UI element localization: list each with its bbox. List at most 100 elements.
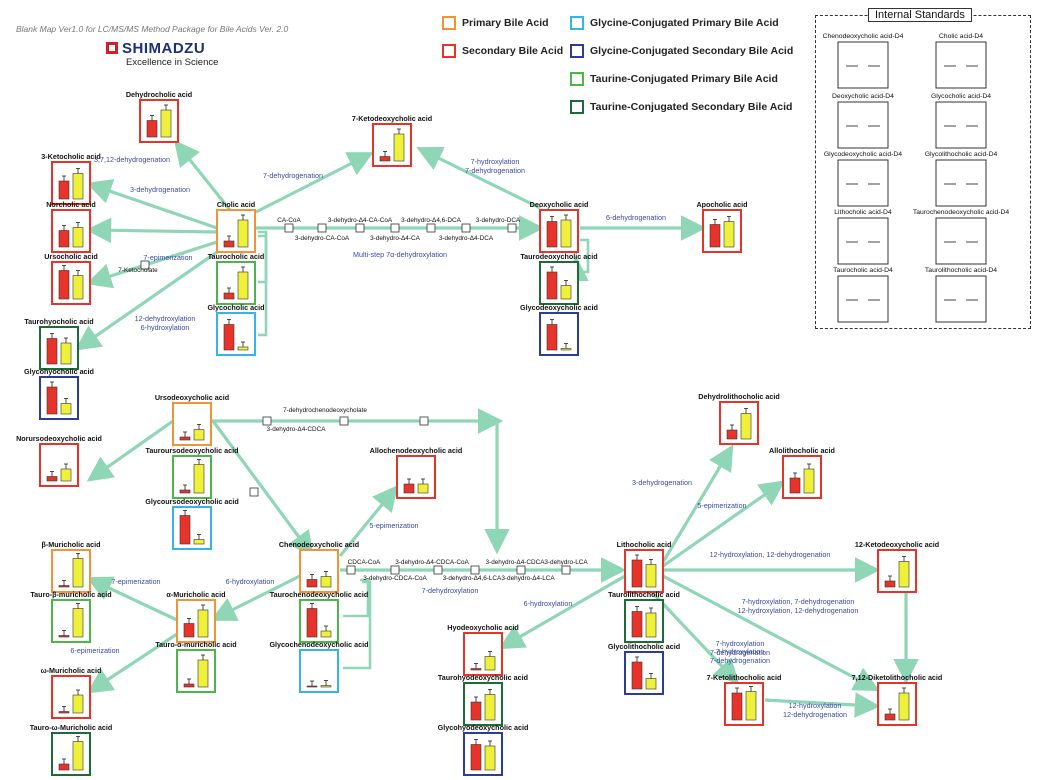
compound-7-ketolithocholic-acid[interactable] [724, 682, 764, 726]
compound-ursocholic-acid[interactable] [51, 261, 91, 305]
legend-label: Taurine-Conjugated Primary Bile Acid [590, 73, 778, 85]
reaction-label: 7-hydroxylation, 7-dehydrogenation [742, 597, 855, 606]
compound-taurodeoxycholic-acid[interactable] [539, 261, 579, 305]
compound-norcholic-acid[interactable] [51, 209, 91, 253]
internal-standard-glycocholic-acid-d4[interactable] [935, 101, 987, 149]
intermediate-label: 3-dehydro-DCA [476, 217, 521, 224]
compound-tauro-muricholic-acid[interactable] [51, 732, 91, 776]
internal-standard-glycodeoxycholic-acid-d4[interactable] [837, 159, 889, 207]
bar-yellow [745, 691, 757, 721]
compound-taurocholic-acid[interactable] [216, 261, 256, 305]
compound-label: Ursodeoxycholic acid [155, 393, 229, 402]
compound-box [51, 599, 91, 643]
internal-standard-taurochenodeoxycholic-acid-d4[interactable] [935, 217, 987, 265]
compound-7-ketodeoxycholic-acid[interactable] [372, 123, 412, 167]
intermediate-label: 3-dehydro-Δ4-DCA [439, 235, 494, 242]
compound-hyodeoxycholic-acid[interactable] [463, 632, 503, 676]
compound-muricholic-acid[interactable] [51, 675, 91, 719]
compound-deoxycholic-acid[interactable] [539, 209, 579, 253]
compound-cholic-acid[interactable] [216, 209, 256, 253]
standard-label: Glycolithocholic acid-D4 [925, 151, 998, 158]
compound-box [782, 455, 822, 499]
shimadzu-logo: SHIMADZU Excellence in Science [106, 40, 218, 68]
compound-glycodeoxycholic-acid[interactable] [539, 312, 579, 356]
bar-yellow [72, 608, 84, 638]
internal-standard-taurolithocholic-acid-d4[interactable] [935, 275, 987, 323]
bar-red [470, 668, 482, 671]
internal-standard-taurocholic-acid-d4[interactable] [837, 275, 889, 323]
intermediate-node [507, 223, 517, 233]
conjugation-link [580, 238, 590, 274]
reaction-label: 12-hydroxylation, 12-dehydrogenation [710, 550, 831, 559]
legend-glycine-primary: Glycine-Conjugated Primary Bile Acid [570, 16, 779, 30]
compound-box [216, 209, 256, 253]
bar-red [470, 701, 482, 721]
internal-standard-chenodeoxycholic-acid-d4[interactable] [837, 41, 889, 89]
compound-muricholic-acid[interactable] [176, 599, 216, 643]
pathway-arrow [661, 444, 734, 563]
compound-12-ketodeoxycholic-acid[interactable] [877, 549, 917, 593]
compound-ursodeoxycholic-acid[interactable] [172, 402, 212, 446]
compound-apocholic-acid[interactable] [702, 209, 742, 253]
conjugation-link [343, 578, 370, 618]
compound-norursodeoxycholic-acid[interactable] [39, 443, 79, 487]
bar-red [306, 608, 318, 638]
compound-box [176, 599, 216, 643]
bar-yellow [72, 558, 84, 588]
compound-allochenodeoxycholic-acid[interactable] [396, 455, 436, 499]
compound-label: Taurochenodeoxycholic acid [270, 590, 369, 599]
bar-yellow [560, 348, 572, 351]
compound-glycohyodeoxycholic-acid[interactable] [463, 732, 503, 776]
reaction-label: 12-hydroxylation, 12-dehydrogenation [738, 606, 859, 615]
compound-7-12-diketolithocholic-acid[interactable] [877, 682, 917, 726]
bar-yellow [320, 630, 332, 638]
compound-tauroursodeoxycholic-acid[interactable] [172, 455, 212, 499]
reaction-label: 7-dehydrogenation [710, 648, 770, 657]
reaction-label: 3-dehydrogenation [632, 478, 692, 487]
compound-taurohyodeoxycholic-acid[interactable] [463, 682, 503, 726]
compound-chenodeoxycholic-acid[interactable] [299, 549, 339, 593]
bar-red [179, 489, 191, 494]
internal-standard-deoxycholic-acid-d4[interactable] [837, 101, 889, 149]
internal-standard-glycolithocholic-acid-d4[interactable] [935, 159, 987, 207]
bar-red [631, 559, 643, 588]
intermediate-label: CDCA-CoA [348, 559, 381, 566]
intermediate-label: 3-dehydro-Δ4-CA [370, 235, 420, 242]
reaction-label: 6-hydroxylation [226, 577, 275, 586]
pathway-arrow [85, 179, 218, 230]
compound-tauro-muricholic-acid[interactable] [51, 599, 91, 643]
bar-red [146, 120, 158, 138]
bar-yellow [193, 464, 205, 494]
compound-glycoursodeoxycholic-acid[interactable] [172, 506, 212, 550]
compound-label: 12-Ketodeoxycholic acid [855, 540, 939, 549]
compound-taurohyocholic-acid[interactable] [39, 326, 79, 370]
bar-red [884, 713, 896, 721]
compound-3-ketocholic-acid[interactable] [51, 161, 91, 205]
bar-yellow [560, 219, 572, 248]
compound-glycochenodeoxycholic-acid[interactable] [299, 649, 339, 693]
intermediate-label: 3-dehydro-Δ4-LCA [501, 575, 555, 582]
compound-tauro-muricholic-acid[interactable] [176, 649, 216, 693]
compound-lithocholic-acid[interactable] [624, 549, 664, 593]
standard-box [837, 41, 889, 89]
bar-yellow [160, 109, 172, 138]
compound-box [724, 682, 764, 726]
intermediate-label: 7-dehydrochenodeoxycholate [283, 407, 367, 414]
bar-red [546, 324, 558, 351]
internal-standard-cholic-acid-d4[interactable] [935, 41, 987, 89]
compound-taurochenodeoxycholic-acid[interactable] [299, 599, 339, 643]
compound-glycolithocholic-acid[interactable] [624, 651, 664, 695]
intermediate-label: 3-dehydro-Δ4-CDCA [267, 426, 327, 433]
bar-yellow [60, 342, 72, 365]
internal-standard-lithocholic-acid-d4[interactable] [837, 217, 889, 265]
compound-muricholic-acid[interactable] [51, 549, 91, 593]
compound-glycocholic-acid[interactable] [216, 312, 256, 356]
compound-allolithocholic-acid[interactable] [782, 455, 822, 499]
reaction-label: 6-epimerization [70, 646, 119, 655]
compound-dehydrolithocholic-acid[interactable] [719, 401, 759, 445]
compound-glycohyocholic-acid[interactable] [39, 376, 79, 420]
compound-taurolithocholic-acid[interactable] [624, 599, 664, 643]
compound-dehydrocholic-acid[interactable] [139, 99, 179, 143]
compound-box [172, 402, 212, 446]
compound-label: Tauro-α-muricholic acid [155, 640, 236, 649]
